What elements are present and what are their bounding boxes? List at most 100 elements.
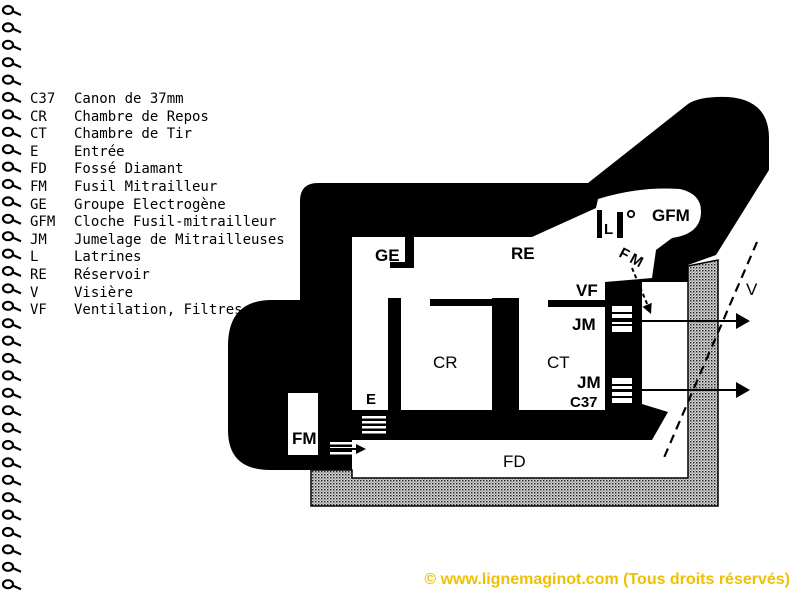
legend-label: Ventilation, Filtres [74, 302, 243, 319]
legend-label: Réservoir [74, 266, 150, 283]
legend-label: Chambre de Repos [74, 108, 209, 125]
legend-item: GE Groupe Electrogène [30, 197, 285, 215]
fm-cloche-arrowhead [642, 302, 652, 314]
binding-ring [1, 387, 22, 399]
binding-ring [1, 457, 22, 469]
binding-ring [1, 509, 22, 521]
binding-ring [1, 422, 22, 434]
binding-ring [1, 91, 22, 104]
copyright-notice: © www.lignemaginot.com (Tous droits rése… [424, 571, 790, 588]
label-jm-upper: JM [572, 315, 596, 334]
legend-label: Fusil Mitrailleur [74, 178, 218, 195]
legend-item: JM Jumelage de Mitrailleuses [30, 232, 285, 250]
gfm-cloche-marker [626, 209, 636, 219]
legend-label: Jumelage de Mitrailleuses [74, 231, 285, 248]
fm-entrance-arrowhead [356, 444, 366, 454]
binding-ring [1, 57, 22, 69]
binding-ring [1, 248, 22, 260]
jm-upper-arrowhead [736, 313, 750, 329]
binding-ring [1, 231, 22, 243]
jm-lower-arrowhead [736, 382, 750, 398]
label-gfm: GFM [652, 206, 690, 225]
legend-code: RE [30, 266, 47, 283]
legend-item: C37 Canon de 37mm [30, 91, 285, 109]
binding-ring [1, 579, 22, 591]
binding-ring [1, 352, 22, 365]
interior-rooms [352, 188, 702, 410]
legend-code: FM [30, 178, 47, 195]
legend-code: GFM [30, 214, 56, 231]
binding-ring [1, 74, 22, 86]
latrines-wall-right [617, 212, 623, 238]
binding-ring [1, 544, 22, 556]
entrance-stairs [362, 416, 386, 434]
label-ge: GE [375, 246, 400, 265]
label-re: RE [511, 244, 535, 263]
ge-wall-vertical [405, 237, 414, 268]
binding-ring [1, 178, 22, 191]
binding-ring [1, 39, 22, 51]
legend-code: V [30, 284, 39, 301]
legend-label: Visière [74, 284, 134, 301]
binding-ring [1, 126, 22, 138]
legend-code: JM [30, 231, 47, 248]
legend-code: CR [30, 108, 47, 125]
legend-label: Groupe Electrogène [74, 196, 226, 213]
binding-ring [1, 144, 22, 156]
label-cr: CR [433, 353, 458, 372]
legend-item: V Visière [30, 285, 285, 303]
legend-code: VF [30, 302, 47, 319]
legend-code: C37 [30, 91, 56, 107]
binding-ring [1, 265, 22, 278]
binding-ring [1, 405, 22, 417]
legend-label: Chambre de Tir [74, 126, 193, 143]
label-jm-lower: JM [577, 373, 601, 392]
legend-item: CR Chambre de Repos [30, 109, 285, 127]
label-vf: VF [576, 281, 598, 300]
visiere-line [661, 241, 759, 461]
legend-item: FM Fusil Mitrailleur [30, 179, 285, 197]
legend-item: E Entrée [30, 144, 285, 162]
vf-wall [548, 300, 605, 307]
binding-ring [1, 283, 22, 295]
legend-code: E [30, 143, 39, 160]
legend-item: VF Ventilation, Filtres [30, 302, 285, 320]
legend-item: RE Réservoir [30, 267, 285, 285]
binding-ring [1, 439, 22, 452]
ge-wall-horizontal [390, 262, 414, 268]
legend-item: L Latrines [30, 249, 285, 267]
binding-ring [1, 4, 22, 17]
legend-label: Fossé Diamant [74, 161, 184, 178]
binding-ring [1, 161, 22, 173]
legend-item: FD Fossé Diamant [30, 161, 285, 179]
binding-ring [1, 22, 22, 34]
legend-label: Cloche Fusil-mitrailleur [74, 214, 277, 231]
binding-ring [1, 213, 22, 225]
legend-item: CT Chambre de Tir [30, 126, 285, 144]
legend-code: L [30, 249, 39, 266]
label-c37: C37 [570, 394, 598, 411]
legend-code: FD [30, 161, 47, 178]
binding-ring [1, 318, 22, 330]
binding-ring [1, 300, 22, 312]
label-e: E [366, 391, 376, 408]
binding-ring [1, 335, 22, 347]
binding-ring [1, 492, 22, 504]
legend-label: Entrée [74, 143, 125, 160]
binding-ring [1, 370, 22, 382]
binding-ring [1, 561, 22, 573]
label-latrines: L [604, 221, 613, 238]
binding-ring [1, 196, 22, 208]
cr-ct-partition-wall [492, 298, 519, 410]
latrines-wall-left [597, 210, 602, 238]
label-ct: CT [547, 353, 570, 372]
binding-ring [1, 474, 22, 486]
jm-upper-embrasure [612, 306, 632, 332]
cr-top-wall [430, 299, 492, 306]
fm-entrance-niche [288, 393, 318, 455]
spiral-binding [1, 4, 22, 591]
legend-label: Latrines [74, 249, 142, 266]
legend-label: Canon de 37mm [74, 91, 184, 107]
label-fd: FD [503, 452, 526, 471]
